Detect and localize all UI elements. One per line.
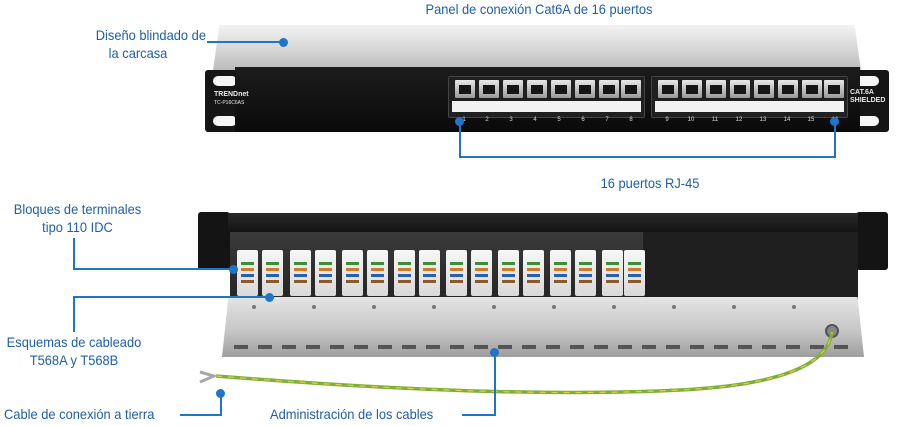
- ports-label: 16 puertos RJ-45: [600, 175, 700, 191]
- idc-terminal-block: [394, 250, 415, 296]
- rj45-port: [503, 80, 523, 98]
- terminal-callout-dot: [229, 265, 238, 274]
- ground-callout-horizontal: [180, 414, 222, 416]
- terminal-callout-horizontal: [73, 268, 233, 270]
- rear-bar: [228, 213, 858, 235]
- right-rear-ear: [856, 212, 888, 270]
- cable-callout-dot: [490, 348, 499, 357]
- ground-callout-dot: [216, 389, 225, 398]
- wiring-label-line2: T568A y T568B: [29, 352, 119, 368]
- brand-logo: TRENDnet TC-P16C6AS: [214, 91, 249, 107]
- left-rear-ear: [198, 212, 230, 270]
- idc-terminal-block: [290, 250, 311, 296]
- badge-line1: CAT.6A: [850, 89, 874, 96]
- port-number: 12: [735, 117, 743, 123]
- port-number: 1: [462, 117, 466, 123]
- badge-line2: SHIELDED: [850, 97, 886, 104]
- ports-callout-dot-left: [455, 117, 464, 126]
- housing-callout-dot: [279, 38, 288, 47]
- rj45-port: [479, 80, 499, 98]
- wiring-callout-horizontal: [73, 296, 269, 298]
- ports-callout-bottom: [459, 156, 836, 158]
- rj45-port: [575, 80, 595, 98]
- idc-terminal-block: [367, 250, 388, 296]
- cable-callout-horizontal: [462, 414, 496, 416]
- rj45-port: [658, 80, 678, 98]
- idc-terminal-block: [575, 250, 596, 296]
- panel-housing: [213, 25, 861, 70]
- cable-callout-vertical: [494, 352, 496, 416]
- idc-terminal-block: [262, 250, 283, 296]
- wiring-callout-dot: [265, 293, 274, 302]
- idc-terminal-block: [342, 250, 363, 296]
- rj45-port: [527, 80, 547, 98]
- wiring-callout-vertical: [73, 296, 75, 332]
- port-number: 11: [711, 117, 719, 123]
- rj45-port: [754, 80, 774, 98]
- idc-terminal-block: [315, 250, 336, 296]
- housing-label-line2: la carcasa: [108, 45, 168, 61]
- port-number: 15: [807, 117, 815, 123]
- rj45-port: [599, 80, 619, 98]
- rj45-port: [802, 80, 822, 98]
- brand-name: TRENDnet: [214, 91, 249, 98]
- port-number: 5: [557, 117, 561, 123]
- idc-terminal-block: [446, 250, 467, 296]
- port-number: 14: [783, 117, 791, 123]
- port-number: 8: [629, 117, 633, 123]
- terminal-label-line2: tipo 110 IDC: [42, 219, 113, 235]
- idc-terminal-block: [523, 250, 544, 296]
- idc-terminal-block: [498, 250, 519, 296]
- rj45-port: [455, 80, 475, 98]
- idc-terminal-block: [419, 250, 440, 296]
- port-block-right: [651, 76, 848, 118]
- rj45-port: [706, 80, 726, 98]
- idc-terminal-block: [471, 250, 492, 296]
- ground-label: Cable de conexión a tierra: [4, 406, 155, 422]
- port-block-left: [448, 76, 645, 118]
- port-number: 7: [605, 117, 609, 123]
- idc-terminal-block: [237, 250, 258, 296]
- port-number: 6: [581, 117, 585, 123]
- port-number: 9: [665, 117, 669, 123]
- rj45-port: [730, 80, 750, 98]
- ports-callout-dot-right: [830, 117, 839, 126]
- port-number: 4: [533, 117, 537, 123]
- port-number: 2: [485, 117, 489, 123]
- rj45-port: [551, 80, 571, 98]
- ground-callout-vertical: [220, 393, 222, 416]
- idc-terminal-block: [602, 250, 623, 296]
- cable-management-label: Administración de los cables: [270, 406, 434, 422]
- rj45-port: [621, 80, 641, 98]
- ports-callout-left: [459, 121, 461, 158]
- cable-management-tray: [222, 297, 864, 357]
- port-number: 10: [687, 117, 695, 123]
- rj45-port: [824, 80, 844, 98]
- wiring-label-line1: Esquemas de cableado: [6, 334, 142, 350]
- rj45-port: [778, 80, 798, 98]
- housing-label-line1: Diseño blindado de: [95, 27, 206, 43]
- ports-callout-right: [834, 121, 836, 158]
- model-number: TC-P16C6AS: [214, 100, 245, 106]
- port-number: 13: [759, 117, 767, 123]
- idc-terminal-block: [550, 250, 571, 296]
- panel-title: Panel de conexión Cat6A de 16 puertos: [425, 1, 653, 17]
- terminal-label-line1: Bloques de terminales: [13, 201, 142, 217]
- idc-terminal-block: [624, 250, 645, 296]
- housing-callout-line: [207, 41, 283, 43]
- rj45-port: [682, 80, 702, 98]
- cat6a-badge: CAT.6A SHIELDED: [850, 89, 885, 105]
- port-number: 3: [509, 117, 513, 123]
- terminal-callout-vertical: [73, 238, 75, 270]
